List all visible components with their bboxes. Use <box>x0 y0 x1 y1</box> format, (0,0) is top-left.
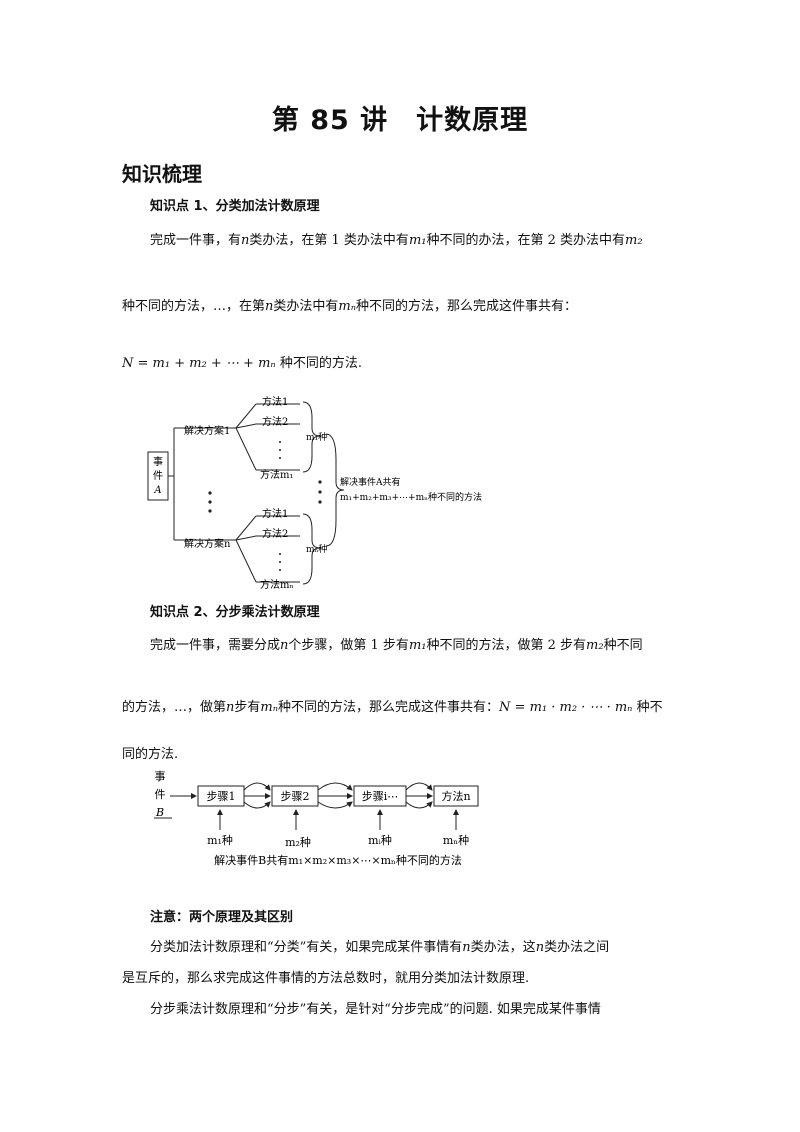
point1-heading: 知识点 1、分类加法计数原理 <box>150 199 320 214</box>
note-para2: 分步乘法计数原理和“分步”有关，是针对“分步完成”的问题. 如果完成某件事情 <box>150 1002 601 1017</box>
page-title: 第 85 讲 计数原理 <box>271 105 529 136</box>
plan1-label: 解决方案1 <box>184 424 230 437</box>
point1-line3: N = m₁ + m₂ + ⋯ + mₙ 种不同的方法. <box>122 356 362 371</box>
result-b: 解决事件B共有m₁×m₂×m₃×⋯×mₙ种不同的方法 <box>214 853 462 867</box>
mn-kind-label: mₙ种 <box>306 543 327 555</box>
kind-mi: mᵢ种 <box>368 833 392 847</box>
point2-line2: 的方法，…，做第n步有mₙ种不同的方法，那么完成这件事共有：N = m₁ · m… <box>122 700 663 715</box>
formula-sum: N = m₁ + m₂ + ⋯ + mₙ <box>122 356 276 371</box>
method-top-1: 方法1 <box>262 395 288 408</box>
note-para1: 分类加法计数原理和“分类”有关，如果完成某件事情有n类办法，这n类办法之间 <box>150 940 610 955</box>
event-b-label-1: 事 <box>155 770 166 783</box>
point2-line3: 同的方法. <box>122 747 179 762</box>
method-bottom-2: 方法2 <box>262 527 288 540</box>
result-a-line2: m₁+m₂+m₃+⋯+mₙ种不同的方法 <box>340 491 482 503</box>
step-1: 步骤1 <box>207 790 236 803</box>
method-bottom-1: 方法1 <box>262 507 288 520</box>
event-b-label-3: B <box>155 806 164 819</box>
addition-diagram: 事 件 A 解决方案1 解决方案n 方法1 方法2 方法m₁ 方法1 方法2 方… <box>147 395 482 591</box>
point1-line2: 种不同的方法，…，在第n类办法中有mₙ种不同的方法，那么完成这件事共有： <box>122 299 578 314</box>
event-a-label-1: 事 <box>153 455 163 468</box>
note-heading: 注意：两个原理及其区别 <box>150 910 294 925</box>
point2-heading: 知识点 2、分步乘法计数原理 <box>150 605 320 620</box>
m1-kind-label: m₁种 <box>306 431 327 443</box>
kind-mn: mₙ种 <box>443 833 469 847</box>
event-b-label-2: 件 <box>155 788 166 801</box>
note-para1-line2: 是互斥的，那么求完成这件事情的方法总数时，就用分类加法计数原理. <box>122 971 530 986</box>
kind-m1: m₁种 <box>207 833 233 847</box>
kind-m2: m₂种 <box>285 835 311 849</box>
method-top-m1: 方法m₁ <box>260 468 294 481</box>
point1-line1: 完成一件事，有n类办法，在第 1 类办法中有m₁种不同的办法，在第 2 类办法中… <box>150 233 643 248</box>
section-heading: 知识梳理 <box>122 162 202 186</box>
multiplication-diagram: 事 件 B 步骤1 步骤2 步骤i⋯ 方法n m₁种 m₂种 mᵢ种 mₙ种 解… <box>154 770 479 867</box>
step-i: 步骤i⋯ <box>362 790 399 803</box>
step-2: 步骤2 <box>281 790 310 803</box>
planN-label: 解决方案n <box>184 537 231 550</box>
result-a-line1: 解决事件A共有 <box>340 476 401 488</box>
event-a-label-3: A <box>153 485 161 496</box>
step-n: 方法n <box>441 789 470 803</box>
point2-line1: 完成一件事，需要分成n个步骤，做第 1 步有m₁种不同的方法，做第 2 步有m₂… <box>150 638 643 653</box>
formula-product: N = m₁ · m₂ · ⋯ · mₙ <box>499 700 633 715</box>
event-a-label-2: 件 <box>153 470 163 482</box>
method-top-2: 方法2 <box>262 415 288 428</box>
method-bottom-mn: 方法mₙ <box>260 578 294 591</box>
